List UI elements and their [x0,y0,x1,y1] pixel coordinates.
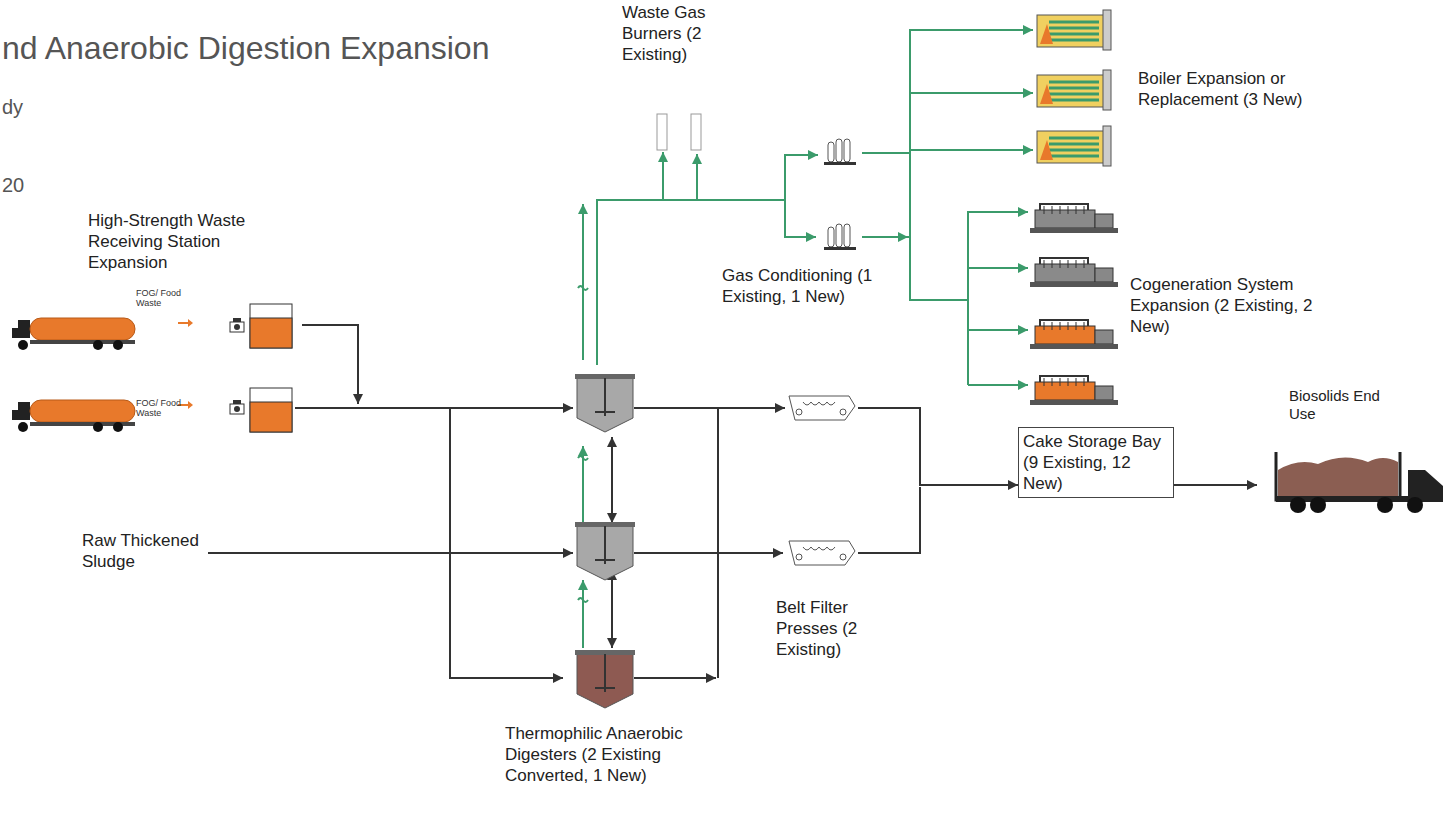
flow-connector [295,407,573,409]
cake-storage-box: Cake Storage Bay (9 Existing, 12 New) [1018,427,1174,498]
node-label: Belt Filter Presses (2 Existing) [776,597,901,660]
burner-group: Waste Gas Burners (2 Existing) [655,112,703,152]
text-label: 20 [2,174,24,197]
flow-connector [208,552,573,554]
text-label: FOG/ Food Waste [136,288,184,308]
flow-connector [634,407,785,409]
node-label: Gas Conditioning (1 Existing, 1 New) [722,265,917,307]
flow-connector [862,212,1028,300]
text-label: dy [2,96,23,119]
flow-connector [858,408,1018,485]
cogeneration-group: Cogeneration System Expansion (2 Existin… [1028,198,1120,410]
biosolids-truck: Biosolids End Use [1257,440,1447,515]
node-label: Waste Gas Burners (2 Existing) [622,2,747,65]
flow-connector [597,155,818,365]
receiving-station: High-Strength Waste Receiving Station Ex… [10,300,295,436]
node-label: Thermophilic Anaerobic Digesters (2 Exis… [505,723,705,786]
flow-connector [597,152,663,365]
node-label: Cake Storage Bay (9 Existing, 12 New) [1023,431,1171,494]
gas-conditioning: Gas Conditioning (1 Existing, 1 New) [818,136,862,252]
diagram-title: nd Anaerobic Digestion Expansion [2,30,489,67]
boiler-group: Boiler Expansion or Replacement (3 New) [1033,6,1117,178]
flow-connector [862,30,1033,153]
digester-group: Thermophilic Anaerobic Digesters (2 Exis… [573,365,634,712]
flow-connector [1174,484,1257,486]
node-label: Biosolids End Use [1289,387,1389,423]
sludge-source: Raw Thickened Sludge [82,530,208,572]
node-label: Boiler Expansion or Replacement (3 New) [1138,68,1303,110]
text-label: FOG/ Food Waste [136,398,184,418]
node-label: High-Strength Waste Receiving Station Ex… [88,210,273,273]
node-label: Cogeneration System Expansion (2 Existin… [1130,274,1320,337]
belt-filter-presses: Belt Filter Presses (2 Existing) [785,390,858,568]
node-label: Raw Thickened Sludge [82,530,208,572]
